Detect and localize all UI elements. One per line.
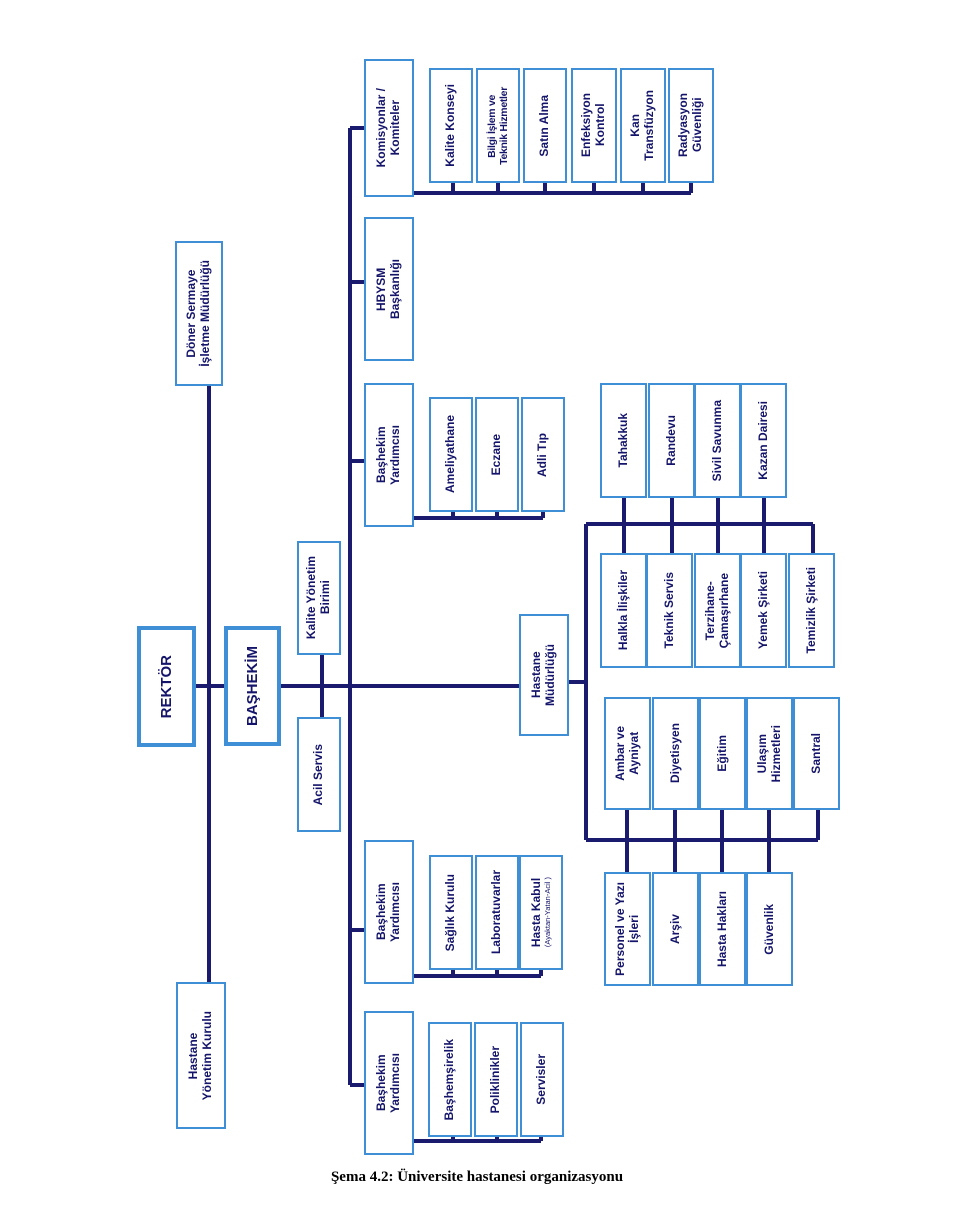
ambar-ayniyat-box: Ambar ve Ayniyat (604, 697, 651, 810)
randevu-box: Randevu (648, 383, 695, 498)
figure-caption: Şema 4.2: Üniversite hastanesi organizas… (330, 1169, 624, 1185)
hasta-kabul-label: Hasta Kabul(Ayaktan-Yatan-Acil ) (528, 877, 552, 948)
bashekim-box: BAŞHEKİM (224, 626, 281, 746)
teknik-servis-label: Teknik Servis (661, 572, 676, 649)
bashekim-yardimcisi-2-box: Başhekim Yardımcısı (364, 840, 414, 984)
hbysm-box: HBYSM Başkanlığı (364, 217, 414, 361)
personel-yazi-isleri-box: Personel ve Yazı İşleri (604, 872, 651, 986)
bashekim-yardimcisi-2-label: Başhekim Yardımcısı (374, 881, 402, 943)
terzihane-box: Terzihane- Çamaşırhane (694, 553, 741, 668)
doner-sermaye-label: Döner Sermaye İşletme Müdürlüğü (184, 260, 212, 367)
servisler-box: Servisler (520, 1022, 564, 1137)
ulasim-hizmetleri-label: Ulaşım Hizmetleri (754, 724, 783, 783)
adli-tip-label: Adli Tıp (535, 432, 550, 477)
bilgi-islem-box: Bilgi İşlem ve Teknik Hizmetler (476, 68, 520, 183)
ameliyathane-box: Ameliyathane (429, 397, 473, 512)
egitim-label: Eğitim (714, 735, 729, 772)
radyasyon-guvenligi-box: Radyasyon Güvenliği (668, 68, 714, 183)
santral-label: Santral (808, 733, 823, 774)
sivil-savunma-label: Sivil Savunma (709, 399, 724, 482)
rektor-box: REKTÖR (137, 626, 196, 747)
personel-yazi-isleri-label: Personel ve Yazı İşleri (612, 882, 641, 976)
satin-alma-label: Satın Alma (537, 94, 552, 157)
hasta-kabul-box: Hasta Kabul(Ayaktan-Yatan-Acil ) (519, 855, 563, 970)
kazan-dairesi-label: Kazan Dairesi (755, 401, 770, 480)
halkla-iliskiler-box: Halkla İlişkiler (600, 553, 647, 668)
hbysm-label: HBYSM Başkanlığı (374, 258, 402, 320)
kan-transfuzyon-label: Kan Transfüzyon (628, 90, 656, 161)
teknik-servis-box: Teknik Servis (646, 553, 693, 668)
acil-servis-box: Acil Servis (297, 717, 341, 832)
kazan-dairesi-box: Kazan Dairesi (740, 383, 787, 498)
enfeksiyon-kontrol-label: Enfeksiyon Kontrol (579, 93, 607, 158)
eczane-box: Eczane (475, 397, 519, 512)
bashekim-yardimcisi-3-box: Başhekim Yardımcısı (364, 1011, 414, 1155)
komisyonlar-label: Komisyonlar / Komiteler (374, 88, 402, 168)
hasta-kabul-subtitle: (Ayaktan-Yatan-Acil ) (542, 877, 552, 948)
hastane-yonetim-kurulu-box: Hastane Yönetim Kurulu (176, 982, 226, 1129)
hastane-mudurlugu-label: Hastane Müdürlüğü (529, 644, 557, 706)
terzihane-label: Terzihane- Çamaşırhane (702, 572, 731, 649)
hasta-kabul-title: Hasta Kabul (528, 877, 543, 948)
laboratuvarlar-box: Laboratuvarlar (475, 855, 519, 970)
halkla-iliskiler-label: Halkla İlişkiler (615, 570, 630, 651)
servisler-label: Servisler (534, 1054, 549, 1105)
radyasyon-guvenligi-label: Radyasyon Güvenliği (676, 93, 704, 158)
hastane-yonetim-kurulu-label: Hastane Yönetim Kurulu (186, 1010, 214, 1101)
doner-sermaye-box: Döner Sermaye İşletme Müdürlüğü (175, 241, 223, 386)
temizlik-sirketi-label: Temizlik Şirketi (803, 567, 818, 654)
rektor-label: REKTÖR (157, 654, 175, 719)
bilgi-islem-label: Bilgi İşlem ve Teknik Hizmetler (485, 86, 510, 165)
saglik-kurulu-label: Sağlık Kurulu (443, 873, 458, 952)
temizlik-sirketi-box: Temizlik Şirketi (788, 553, 835, 668)
randevu-label: Randevu (663, 415, 678, 466)
satin-alma-box: Satın Alma (523, 68, 567, 183)
poliklinikler-label: Poliklinikler (488, 1045, 503, 1114)
tahakkuk-box: Tahakkuk (600, 383, 647, 498)
guvenlik-label: Güvenlik (761, 903, 776, 955)
diyetisyen-box: Diyetisyen (652, 697, 699, 810)
bashemsirelik-label: Başhemşirelik (442, 1038, 457, 1121)
bashekim-yardimcisi-1-label: Başhekim Yardımcısı (374, 424, 402, 486)
laboratuvarlar-label: Laboratuvarlar (489, 870, 504, 955)
kalite-konseyi-label: Kalite Konseyi (443, 84, 458, 167)
sivil-savunma-box: Sivil Savunma (694, 383, 741, 498)
bashekim-label: BAŞHEKİM (243, 645, 261, 726)
arsiv-label: Arşiv (667, 913, 682, 945)
yemek-sirketi-label: Yemek Şirketi (755, 571, 770, 650)
kalite-yonetim-birimi-label: Kalite Yönetim Birimi (304, 556, 332, 640)
yemek-sirketi-box: Yemek Şirketi (740, 553, 787, 668)
tahakkuk-label: Tahakkuk (615, 413, 630, 468)
bashemsirelik-box: Başhemşirelik (428, 1022, 472, 1137)
hasta-haklari-box: Hasta Hakları (699, 872, 746, 986)
santral-box: Santral (793, 697, 840, 810)
acil-servis-label: Acil Servis (311, 743, 326, 806)
bashekim-yardimcisi-3-label: Başhekim Yardımcısı (374, 1052, 402, 1114)
diyetisyen-label: Diyetisyen (667, 723, 682, 784)
eczane-label: Eczane (489, 433, 504, 476)
komisyonlar-box: Komisyonlar / Komiteler (364, 59, 414, 197)
kan-transfuzyon-box: Kan Transfüzyon (620, 68, 666, 183)
kalite-konseyi-box: Kalite Konseyi (429, 68, 473, 183)
kalite-yonetim-birimi-box: Kalite Yönetim Birimi (297, 541, 341, 655)
guvenlik-box: Güvenlik (746, 872, 793, 986)
hasta-haklari-label: Hasta Hakları (714, 890, 729, 968)
adli-tip-box: Adli Tıp (521, 397, 565, 512)
hastane-mudurlugu-box: Hastane Müdürlüğü (519, 614, 569, 736)
ameliyathane-label: Ameliyathane (443, 415, 458, 494)
enfeksiyon-kontrol-box: Enfeksiyon Kontrol (571, 68, 617, 183)
arsiv-box: Arşiv (652, 872, 699, 986)
saglik-kurulu-box: Sağlık Kurulu (429, 855, 473, 970)
bashekim-yardimcisi-1-box: Başhekim Yardımcısı (364, 383, 414, 527)
ambar-ayniyat-label: Ambar ve Ayniyat (612, 726, 641, 781)
poliklinikler-box: Poliklinikler (474, 1022, 518, 1137)
ulasim-hizmetleri-box: Ulaşım Hizmetleri (746, 697, 793, 810)
egitim-box: Eğitim (699, 697, 746, 810)
